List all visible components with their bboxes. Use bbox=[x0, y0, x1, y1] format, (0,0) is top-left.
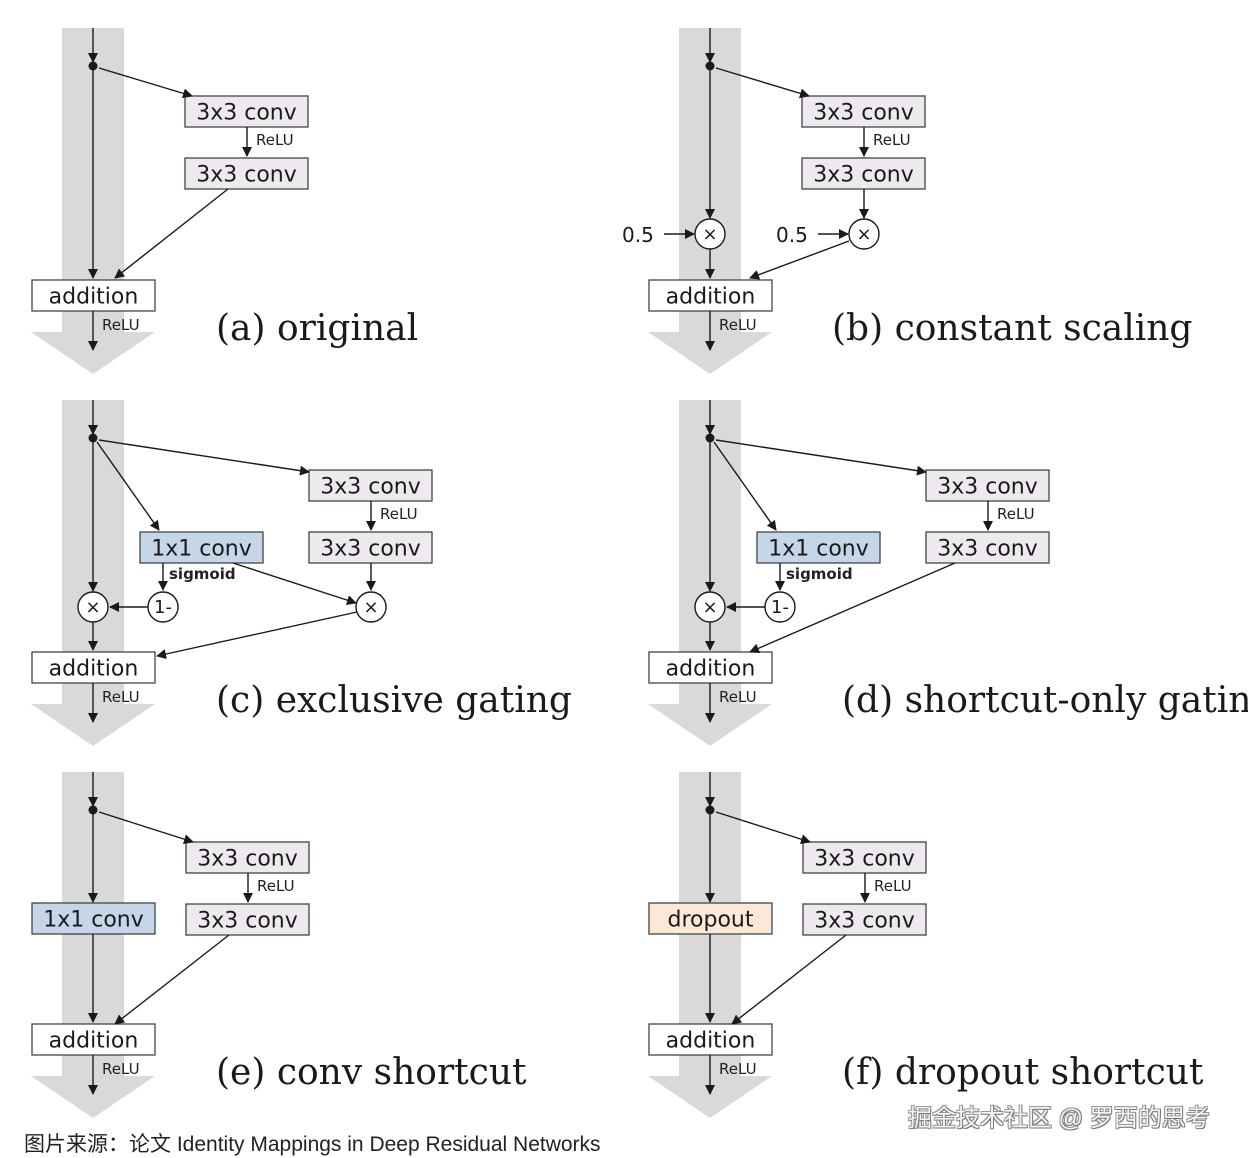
conv1x1-gate-box bbox=[139, 531, 264, 564]
panel-caption: (b) constant scaling bbox=[832, 308, 1192, 349]
addition-box bbox=[31, 1023, 156, 1056]
conv3x3-box-1-label: 3x3 conv bbox=[937, 475, 1038, 500]
conv1x1-gate-box-label: 1x1 conv bbox=[768, 537, 869, 562]
conv3x3-box-2-label: 3x3 conv bbox=[197, 909, 298, 934]
dropout-shortcut-box bbox=[648, 902, 773, 935]
residual-arrow bbox=[749, 240, 850, 280]
addition-box-label: addition bbox=[49, 657, 139, 682]
multiply-node-residual bbox=[848, 218, 880, 250]
conv3x3-box-1-label: 3x3 conv bbox=[320, 475, 421, 500]
relu-label-output: ReLU bbox=[719, 688, 757, 706]
conv3x3-box-2-label: 3x3 conv bbox=[196, 163, 297, 188]
relu-label-output: ReLU bbox=[719, 316, 757, 334]
multiply-node-shortcut-label: × bbox=[702, 597, 717, 618]
conv3x3-box-2-label: 3x3 conv bbox=[320, 537, 421, 562]
conv3x3-box-1 bbox=[925, 469, 1050, 502]
addition-box-label: addition bbox=[666, 285, 756, 310]
branch-arrow bbox=[98, 811, 194, 845]
relu-label: ReLU bbox=[256, 131, 294, 149]
addition-box-label: addition bbox=[49, 285, 139, 310]
one-minus-node-label: 1- bbox=[771, 597, 789, 618]
residual-arrow bbox=[749, 562, 956, 654]
branch-arrow bbox=[98, 67, 193, 99]
one-minus-node-label: 1- bbox=[154, 597, 172, 618]
conv3x3-box-1-label: 3x3 conv bbox=[196, 101, 297, 126]
residual-arrow bbox=[731, 934, 847, 1025]
multiply-node-residual-label: × bbox=[856, 224, 871, 245]
conv3x3-box-2 bbox=[308, 531, 433, 564]
relu-label-output: ReLU bbox=[102, 688, 140, 706]
gate-arrow bbox=[713, 441, 777, 531]
panel-caption: (d) shortcut-only gating bbox=[842, 680, 1248, 721]
conv1x1-gate-box-label: 1x1 conv bbox=[151, 537, 252, 562]
relu-label: ReLU bbox=[257, 877, 295, 895]
multiply-node-shortcut-label: × bbox=[702, 224, 717, 245]
conv3x3-box-1-label: 3x3 conv bbox=[814, 847, 915, 872]
addition-box-label: addition bbox=[49, 1029, 139, 1054]
conv3x3-box-2-label: 3x3 conv bbox=[813, 163, 914, 188]
branch-arrow bbox=[715, 67, 810, 99]
addition-box bbox=[31, 651, 156, 684]
conv3x3-box-2 bbox=[184, 157, 309, 190]
addition-box bbox=[648, 279, 773, 312]
relu-label-output: ReLU bbox=[719, 1060, 757, 1078]
dropout-shortcut-box-label: dropout bbox=[668, 908, 754, 933]
branch-arrow bbox=[715, 439, 927, 476]
relu-label-output: ReLU bbox=[102, 316, 140, 334]
residual-arrow bbox=[114, 934, 230, 1025]
addition-box-label: addition bbox=[666, 1029, 756, 1054]
conv1x1-shortcut-box-label: 1x1 conv bbox=[43, 908, 144, 933]
image-source-caption: 图片来源：论文 Identity Mappings in Deep Residu… bbox=[24, 1133, 601, 1156]
gate-arrow bbox=[96, 441, 160, 531]
scale-factor-residual: 0.5 bbox=[776, 223, 808, 247]
panel-caption: (e) conv shortcut bbox=[216, 1052, 527, 1093]
panel-caption: (f) dropout shortcut bbox=[842, 1052, 1204, 1093]
conv3x3-box-1-label: 3x3 conv bbox=[813, 101, 914, 126]
relu-label: ReLU bbox=[873, 131, 911, 149]
multiply-node-shortcut-label: × bbox=[85, 597, 100, 618]
conv3x3-box-1 bbox=[184, 95, 309, 128]
branch-arrow bbox=[715, 811, 811, 845]
conv3x3-box-1 bbox=[185, 841, 310, 874]
gate-arrow-residual bbox=[232, 562, 357, 605]
branch-arrow bbox=[98, 439, 310, 476]
conv3x3-box-2-label: 3x3 conv bbox=[937, 537, 1038, 562]
residual-arrow bbox=[156, 611, 358, 659]
panel-caption: (a) original bbox=[216, 308, 418, 349]
sigmoid-label: sigmoid bbox=[786, 565, 853, 583]
conv3x3-box-1-label: 3x3 conv bbox=[197, 847, 298, 872]
panel-caption: (c) exclusive gating bbox=[216, 680, 572, 721]
addition-box-label: addition bbox=[666, 657, 756, 682]
scale-factor-shortcut: 0.5 bbox=[622, 223, 654, 247]
relu-label: ReLU bbox=[874, 877, 912, 895]
conv1x1-gate-box bbox=[756, 531, 881, 564]
relu-label-output: ReLU bbox=[102, 1060, 140, 1078]
multiply-node-residual bbox=[355, 591, 387, 623]
conv3x3-box-2 bbox=[925, 531, 1050, 564]
conv1x1-shortcut-box bbox=[31, 902, 156, 935]
watermark: 掘金技术社区 @ 罗西的思考 bbox=[908, 1105, 1210, 1132]
relu-label: ReLU bbox=[380, 505, 418, 523]
relu-label: ReLU bbox=[997, 505, 1035, 523]
conv3x3-box-2-label: 3x3 conv bbox=[814, 909, 915, 934]
conv3x3-box-1 bbox=[802, 841, 927, 874]
addition-box bbox=[31, 279, 156, 312]
sigmoid-label: sigmoid bbox=[169, 565, 236, 583]
conv3x3-box-2 bbox=[185, 903, 310, 936]
conv3x3-box-1 bbox=[801, 95, 926, 128]
multiply-node-residual-label: × bbox=[363, 597, 378, 618]
residual-arrow bbox=[114, 188, 229, 279]
conv3x3-box-2 bbox=[802, 903, 927, 936]
addition-box bbox=[648, 651, 773, 684]
